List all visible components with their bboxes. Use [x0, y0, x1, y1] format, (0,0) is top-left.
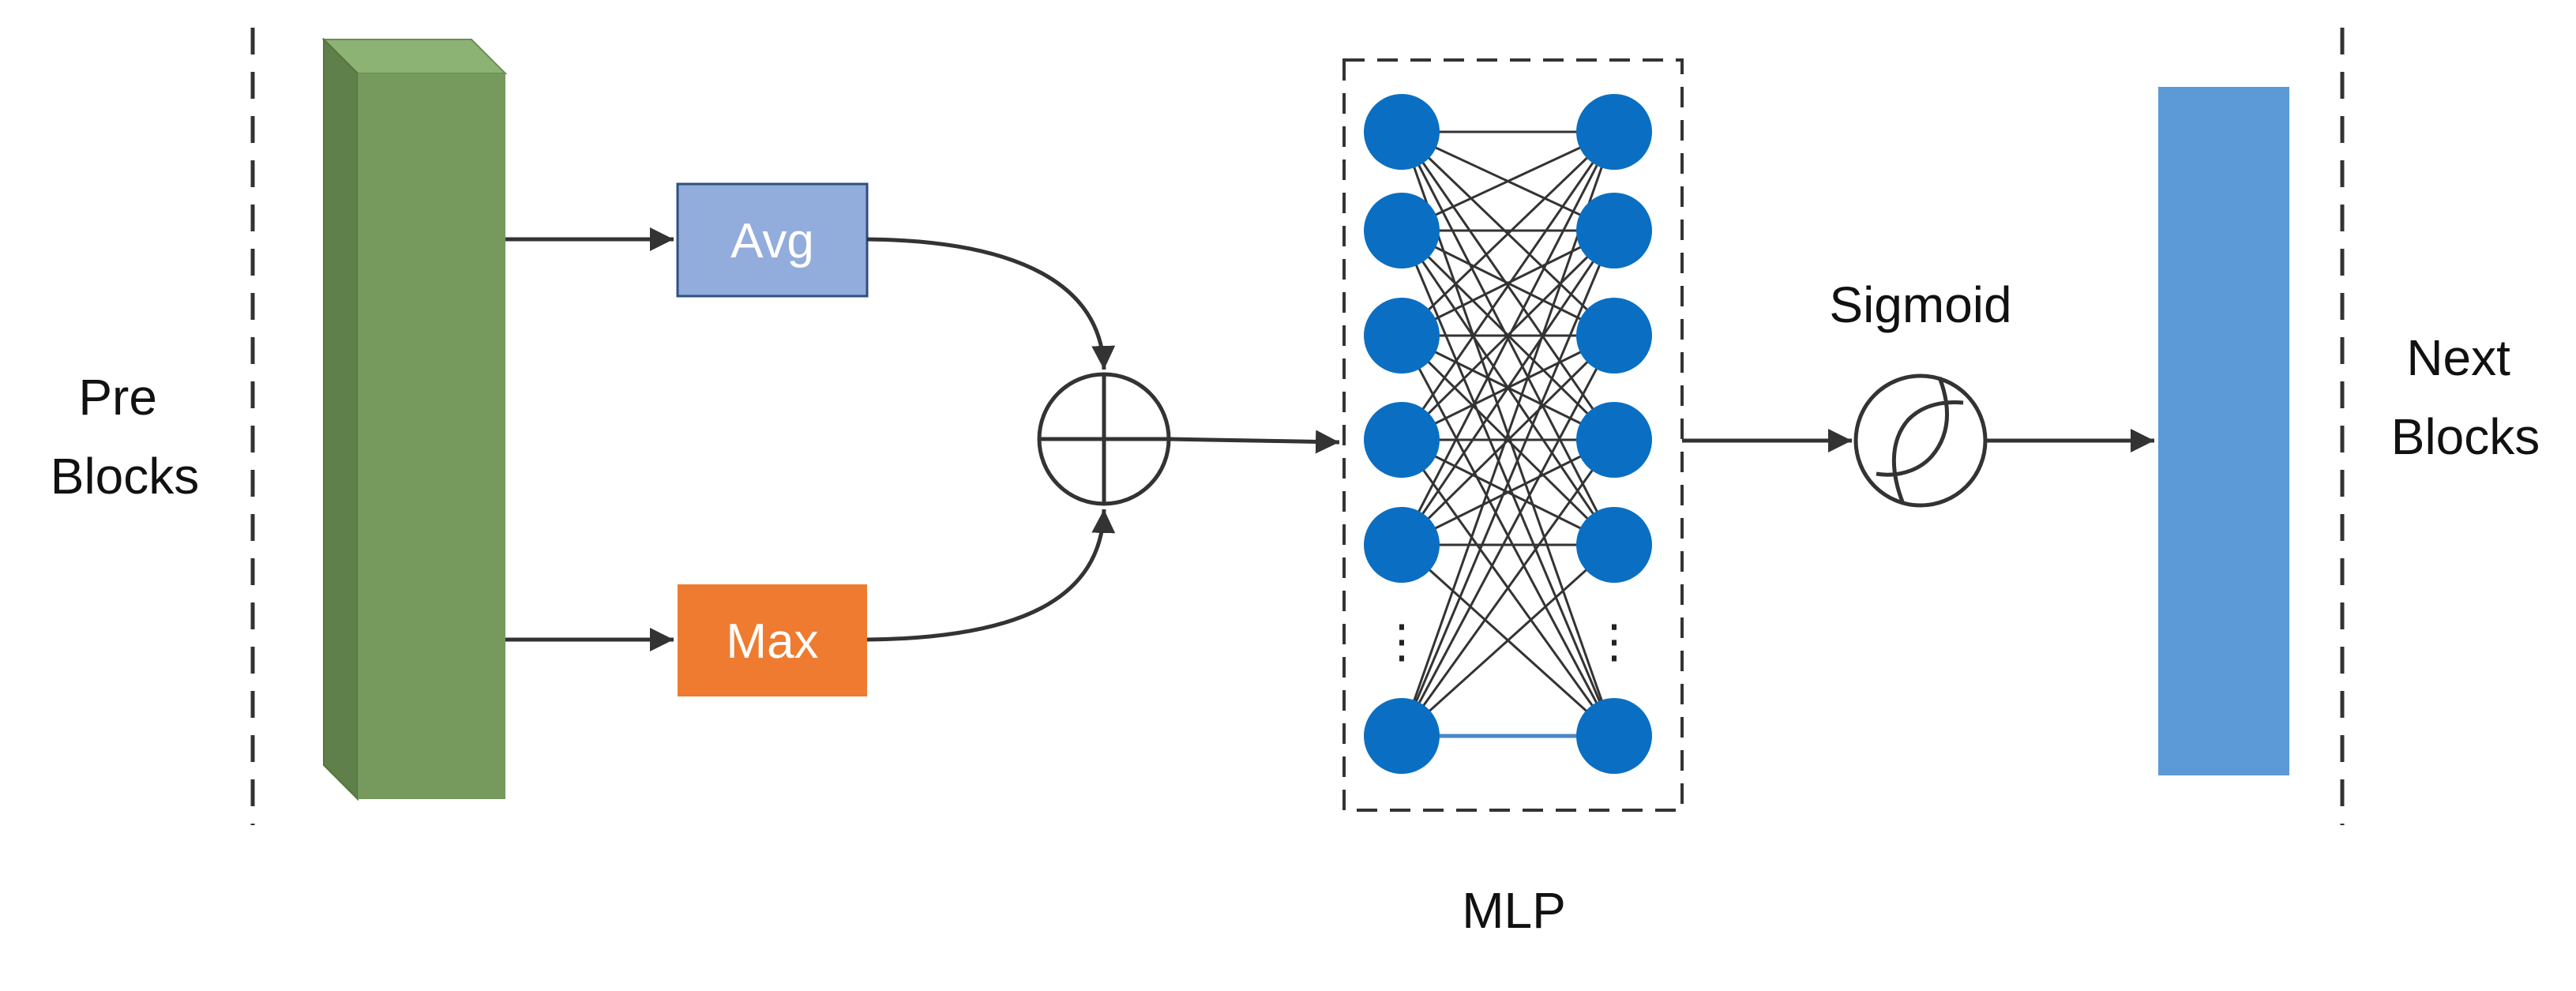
right-ellipsis: ⋮: [1591, 614, 1637, 668]
mlp-input-neuron: [1364, 94, 1440, 170]
mlp-frame: [1342, 58, 1684, 812]
mlp-connection-line: [1400, 334, 1616, 546]
mlp-input-neuron: [1364, 402, 1440, 478]
avg-to-sum-curve: [866, 237, 1116, 370]
mlp-output-neuron: [1576, 402, 1652, 478]
pre-blocks-line1: Pre: [78, 369, 157, 426]
mlp-connection-line: [1400, 543, 1616, 738]
next-blocks-label: Next Blocks: [2391, 329, 2540, 465]
circle-plus-icon: [1037, 372, 1171, 506]
next-blocks-line1: Next: [2406, 329, 2510, 386]
mlp-input-neuron: [1364, 507, 1440, 583]
mlp-connection-line: [1400, 131, 1616, 441]
mlp-connection-line: [1401, 438, 1615, 546]
pre-blocks-line2: Blocks: [51, 448, 200, 505]
mlp-connection-line: [1400, 230, 1616, 737]
mlp-output-neuron: [1576, 298, 1652, 374]
arrow-sum-to-mlp: [1168, 430, 1340, 454]
mlp-input-neuron: [1364, 298, 1440, 374]
left-ellipsis: ⋮: [1379, 614, 1425, 668]
avg-pool-label: Avg: [730, 214, 814, 268]
output-attention-block: [2158, 87, 2289, 775]
pre-blocks-label: Pre Blocks: [51, 369, 200, 505]
input-block-front-face: [358, 73, 505, 799]
input-block-side-face: [323, 37, 359, 801]
mlp-output-neuron: [1576, 94, 1652, 170]
mlp-connections: [1400, 130, 1616, 738]
mlp-input-neuron: [1364, 193, 1440, 268]
mlp-connection-line: [1400, 131, 1616, 546]
max-pool-label: Max: [726, 614, 818, 669]
mlp-connection-line: [1400, 130, 1616, 337]
mlp-input-neuron: [1364, 698, 1440, 774]
mlp-output-neuron: [1576, 193, 1652, 268]
mlp-output-neuron: [1576, 698, 1652, 774]
mlp-connection-line: [1400, 439, 1616, 737]
mlp-connection-line: [1400, 335, 1616, 737]
mlp-label: MLP: [1462, 882, 1566, 939]
mlp-connection-line: [1400, 229, 1616, 441]
sigmoid-curve-icon: [1853, 374, 1988, 508]
mlp-connection-line: [1401, 229, 1615, 337]
mlp-connection-line: [1400, 230, 1616, 546]
mlp-connection-line: [1401, 130, 1615, 232]
mlp-neurons: [1364, 94, 1652, 774]
sigmoid-label: Sigmoid: [1829, 276, 2011, 333]
mlp-output-neuron: [1576, 507, 1652, 583]
input-feature-block: [321, 37, 508, 801]
next-blocks-line2: Blocks: [2391, 408, 2540, 465]
max-pool-box: [678, 584, 867, 696]
max-to-sum-curve: [866, 509, 1116, 642]
